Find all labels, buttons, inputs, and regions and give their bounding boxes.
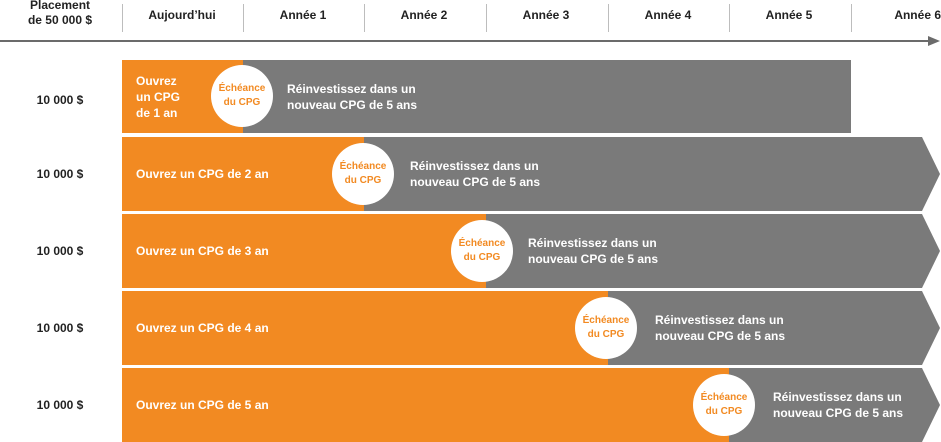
column-header-year-5: Année 5: [765, 8, 813, 22]
row-4-maturity-badge: Échéance du CPG: [575, 297, 637, 359]
row-3-reinvest-line2: nouveau CPG de 5 ans: [528, 252, 659, 266]
row-1-bar: Ouvrez un CPG de 1 an Échéance du CPG Réi…: [122, 60, 852, 134]
timeline-axis-arrow: [0, 36, 940, 46]
row-3-reinvest-label: Réinvestissez dans un nouveau CPG de 5 a…: [528, 235, 688, 267]
row-1-maturity-line1: Échéance: [218, 83, 266, 94]
column-separator: [851, 4, 852, 32]
row-3-open-label: Ouvrez un CPG de 3 an: [136, 244, 269, 258]
placement-header-line1: Placement: [29, 0, 91, 12]
row-2-maturity-line1: Échéance: [339, 161, 387, 172]
row-3-maturity-line1: Échéance: [458, 238, 506, 249]
column-header-year-1: Année 1: [279, 8, 327, 22]
row-5-open-label: Ouvrez un CPG de 5 an: [136, 398, 269, 412]
row-4-open-label: Ouvrez un CPG de 4 an: [136, 321, 269, 335]
row-3-amount: 10 000 $: [36, 244, 84, 258]
row-5-reinvest-label: Réinvestissez dans un nouveau CPG de 5 a…: [773, 389, 933, 421]
column-header-year-2: Année 2: [400, 8, 448, 22]
row-1-maturity-line2: du CPG: [223, 97, 261, 108]
row-2-maturity-badge: Échéance du CPG: [332, 143, 394, 205]
row-2-bar: Ouvrez un CPG de 2 an Échéance du CPG Réi…: [122, 137, 941, 211]
row-4-maturity-line1: Échéance: [582, 315, 630, 326]
row-1-maturity-badge: Échéance du CPG: [211, 65, 273, 127]
row-5-reinvest-line2: nouveau CPG de 5 ans: [773, 406, 904, 420]
row-4-bar-shape: [122, 291, 940, 365]
placement-header: Placement de 50 000 $: [6, 0, 114, 28]
column-header-year-3: Année 3: [522, 8, 570, 22]
row-5-maturity-line2: du CPG: [705, 406, 743, 417]
row-2-reinvest-line2: nouveau CPG de 5 ans: [410, 175, 541, 189]
column-separator: [364, 4, 365, 32]
row-1-reinvest-line1: Réinvestissez dans un: [287, 82, 416, 96]
row-1-open-line3: de 1 an: [136, 106, 178, 120]
column-header-year-6: Année 6: [894, 8, 941, 22]
row-5-maturity-line1: Échéance: [700, 392, 748, 403]
row-1-open-line1: Ouvrez: [136, 74, 177, 88]
row-5-bar: Ouvrez un CPG de 5 an Échéance du CPG Réi…: [122, 368, 941, 442]
column-separator: [729, 4, 730, 32]
row-1-reinvest-line2: nouveau CPG de 5 ans: [287, 98, 418, 112]
row-2-bar-shape: [122, 137, 940, 211]
row-4-reinvest-label: Réinvestissez dans un nouveau CPG de 5 a…: [655, 312, 815, 344]
row-2-reinvest-label: Réinvestissez dans un nouveau CPG de 5 a…: [410, 158, 570, 190]
row-3-reinvest-line1: Réinvestissez dans un: [528, 236, 657, 250]
row-2-open-label: Ouvrez un CPG de 2 an: [136, 167, 269, 181]
row-4-amount: 10 000 $: [36, 321, 84, 335]
row-5-amount: 10 000 $: [36, 398, 84, 412]
column-separator: [486, 4, 487, 32]
row-4-bar: Ouvrez un CPG de 4 an Échéance du CPG Réi…: [122, 291, 941, 365]
row-1-open-label: Ouvrez un CPG de 1 an: [136, 73, 180, 121]
row-3-bar-shape: [122, 214, 940, 288]
column-header-today: Aujourd’hui: [148, 8, 216, 22]
row-3-bar: Ouvrez un CPG de 3 an Échéance du CPG Réi…: [122, 214, 941, 288]
placement-header-line2: de 50 000 $: [27, 13, 93, 27]
row-1-amount: 10 000 $: [36, 93, 84, 107]
row-4-maturity-line2: du CPG: [587, 329, 625, 340]
row-3-maturity-badge: Échéance du CPG: [451, 220, 513, 282]
row-1-open-line2: un CPG: [136, 90, 180, 104]
column-header-year-4: Année 4: [644, 8, 692, 22]
row-1-reinvest-label: Réinvestissez dans un nouveau CPG de 5 a…: [287, 81, 447, 113]
column-separator: [243, 4, 244, 32]
row-4-reinvest-line1: Réinvestissez dans un: [655, 313, 784, 327]
column-separator: [122, 4, 123, 32]
row-2-amount: 10 000 $: [36, 167, 84, 181]
row-5-reinvest-line1: Réinvestissez dans un: [773, 390, 902, 404]
row-5-maturity-badge: Échéance du CPG: [693, 374, 755, 436]
column-separator: [608, 4, 609, 32]
row-3-maturity-line2: du CPG: [463, 252, 501, 263]
row-2-maturity-line2: du CPG: [344, 175, 382, 186]
row-4-reinvest-line2: nouveau CPG de 5 ans: [655, 329, 786, 343]
row-2-reinvest-line1: Réinvestissez dans un: [410, 159, 539, 173]
